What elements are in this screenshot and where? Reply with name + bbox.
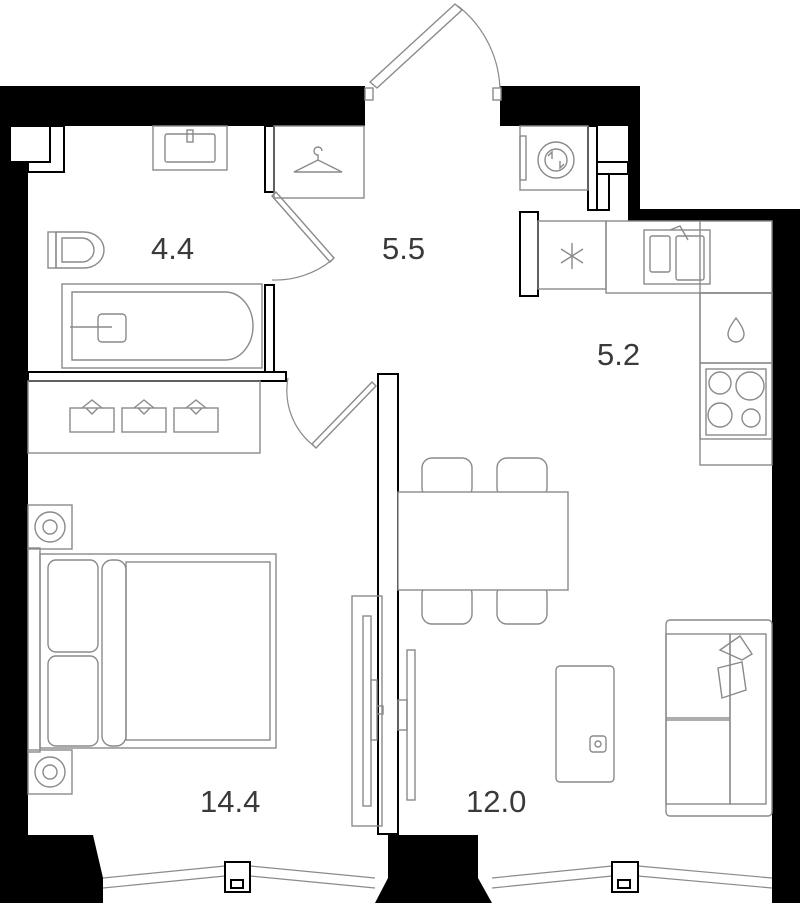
interior-walls bbox=[9, 125, 629, 835]
table-icon bbox=[397, 457, 569, 625]
room-area-hallway: 5.5 bbox=[382, 231, 425, 266]
water-drop-icon bbox=[699, 292, 773, 364]
room-area-living: 12.0 bbox=[466, 784, 526, 819]
sink-icon bbox=[152, 125, 228, 171]
room-labels: 4.4 5.5 5.2 14.4 12.0 bbox=[151, 231, 640, 819]
dresser bbox=[27, 380, 261, 454]
bathtub-icon bbox=[61, 283, 263, 369]
outer-walls bbox=[0, 86, 800, 903]
bathroom-door bbox=[271, 190, 335, 281]
bedroom-door bbox=[286, 377, 377, 449]
entrance-door bbox=[364, 3, 502, 101]
sofa-icon bbox=[665, 619, 773, 817]
toilet-icon bbox=[47, 231, 105, 269]
room-area-kitchen: 5.2 bbox=[597, 337, 640, 372]
room-area-bathroom: 4.4 bbox=[151, 231, 194, 266]
coffee-table bbox=[555, 665, 615, 783]
tv-living bbox=[397, 649, 416, 801]
hanger-icon bbox=[273, 125, 365, 199]
tv-icon bbox=[351, 595, 384, 827]
stove-icon bbox=[699, 362, 773, 440]
windows bbox=[102, 861, 773, 893]
washing-machine-icon bbox=[519, 125, 589, 191]
fridge-icon bbox=[537, 220, 607, 290]
bed-icon bbox=[27, 504, 277, 795]
kitchen-sink-icon bbox=[643, 225, 711, 285]
room-area-bedroom: 14.4 bbox=[200, 784, 260, 819]
